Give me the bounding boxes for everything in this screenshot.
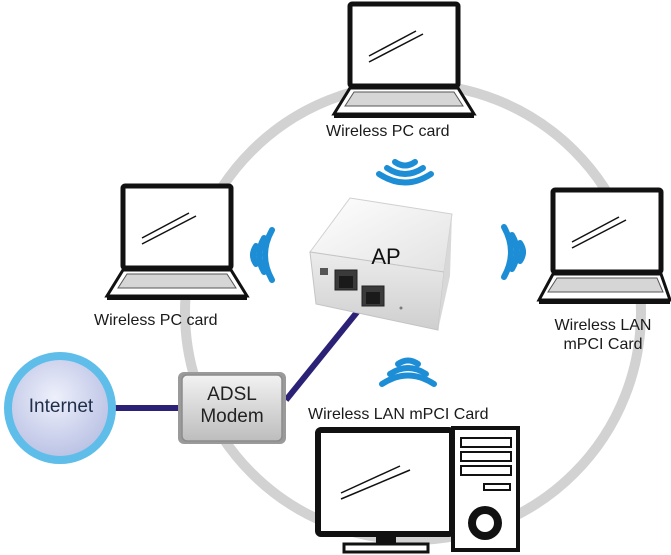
wifi-signal-icon-top (379, 162, 431, 183)
wifi-signal-icon-right (504, 227, 523, 277)
laptop-top-label: Wireless PC card (326, 122, 450, 141)
laptop-icon-top (334, 4, 474, 118)
laptop-left-label: Wireless PC card (94, 311, 218, 330)
modem-ap-cable (286, 306, 362, 400)
laptop-right-label-line1: Wireless LAN (538, 316, 668, 335)
desktop-label: Wireless LAN mPCI Card (308, 405, 488, 424)
internet-label: Internet (14, 396, 108, 418)
modem-label-line2: Modem (182, 406, 282, 428)
desktop-computer-icon (318, 428, 518, 552)
laptop-right-label-line2: mPCI Card (538, 335, 668, 354)
wifi-signal-icon-bottom (382, 361, 434, 385)
wifi-signal-icon-left (253, 230, 272, 280)
laptop-icon-left (107, 186, 247, 300)
modem-label: ADSL Modem (182, 384, 282, 428)
laptop-icon-right (539, 190, 670, 304)
laptop-right-label: Wireless LAN mPCI Card (538, 316, 668, 354)
modem-label-line1: ADSL (182, 384, 282, 406)
ap-label: AP (356, 244, 416, 270)
